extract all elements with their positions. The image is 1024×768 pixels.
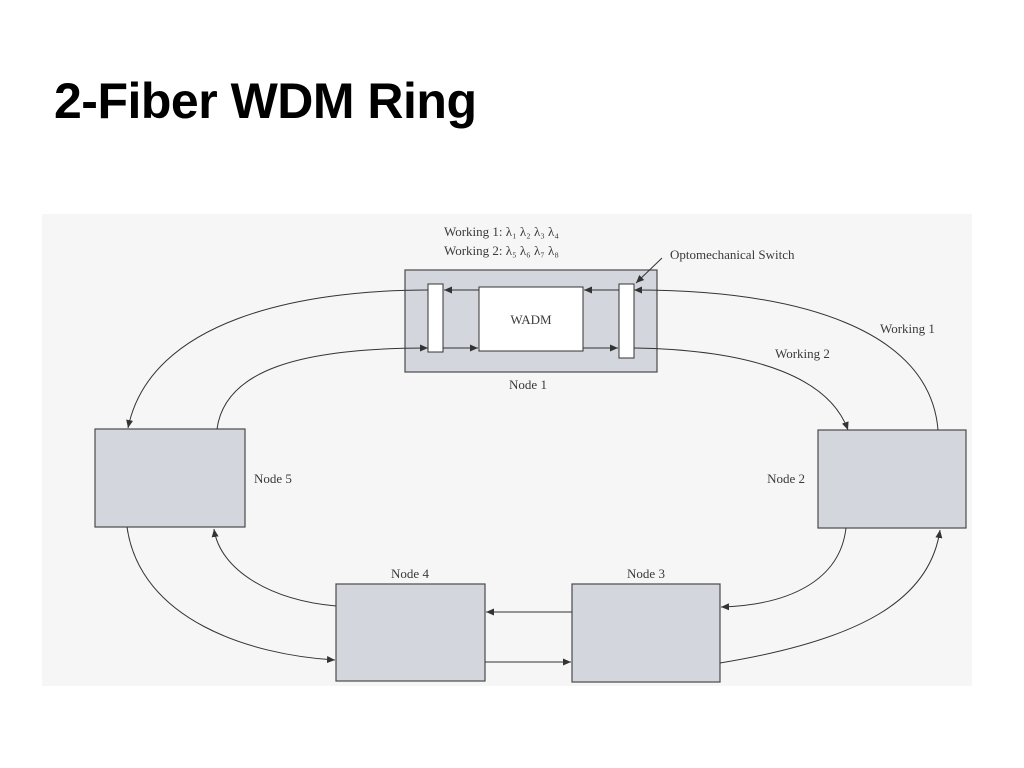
node5-box	[94, 428, 246, 528]
wadm-label: WADM	[510, 312, 552, 327]
node5-label: Node 5	[254, 471, 292, 486]
node3-label: Node 3	[627, 566, 665, 581]
w2-node2-to-node3	[720, 527, 847, 611]
node2-box	[817, 429, 967, 529]
node3-box	[571, 583, 721, 683]
w1-node1-to-node5	[126, 289, 429, 429]
switch-pointer	[635, 257, 663, 284]
working2-wavelengths-label: Working 2: λ₅ λ₆ λ₇ λ₈	[444, 243, 559, 258]
working1-ring-label: Working 1	[880, 321, 935, 336]
node2-label: Node 2	[767, 471, 805, 486]
w2-node4-to-node5	[211, 528, 337, 607]
slide-title: 2-Fiber WDM Ring	[54, 73, 477, 129]
w2-node1-to-node2	[633, 347, 849, 431]
w1-node2-to-node1	[633, 286, 939, 431]
w2-node5-to-node1	[216, 344, 429, 430]
wadm-box	[478, 286, 584, 352]
node4-label: Node 4	[391, 566, 429, 581]
working2-ring-label: Working 2	[775, 346, 830, 361]
node4-box	[335, 583, 486, 682]
w1-node5-to-node4	[126, 526, 336, 664]
right-optomechanical-switch	[618, 283, 635, 359]
w1-node3-to-node2	[719, 529, 943, 664]
working1-wavelengths-label: Working 1: λ₁ λ₂ λ₃ λ₄	[444, 224, 559, 239]
node1-label: Node 1	[509, 377, 547, 392]
left-optomechanical-switch	[427, 283, 444, 353]
optomechanical-switch-label: Optomechanical Switch	[670, 247, 795, 262]
